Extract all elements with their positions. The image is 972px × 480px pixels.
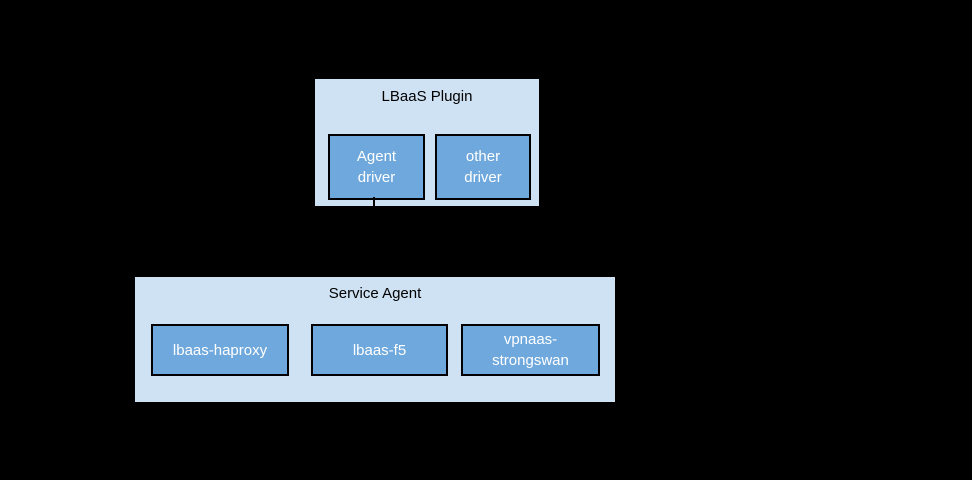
service-agent-group: Service Agent lbaas-haproxy lbaas-f5 vpn… <box>133 275 617 404</box>
agent-driver-label: Agent driver <box>356 148 397 186</box>
lbaas-plugin-title: LBaaS Plugin <box>381 88 473 105</box>
lbaas-f5-node: lbaas-f5 <box>311 324 448 376</box>
vpnaas-strongswan-label: vpnaas- strongswan <box>492 331 569 369</box>
agent-driver-connector-line <box>373 197 375 209</box>
lbaas-plugin-group: LBaaS Plugin Agent driver other driver <box>313 77 541 208</box>
lbaas-haproxy-label: lbaas-haproxy <box>172 341 268 359</box>
other-driver-label: other driver <box>464 148 502 186</box>
other-driver-node: other driver <box>435 134 531 200</box>
lbaas-haproxy-node: lbaas-haproxy <box>151 324 289 376</box>
lbaas-f5-label: lbaas-f5 <box>352 341 407 359</box>
vpnaas-strongswan-node: vpnaas- strongswan <box>461 324 600 376</box>
service-agent-title: Service Agent <box>328 285 422 302</box>
agent-driver-node: Agent driver <box>328 134 425 200</box>
